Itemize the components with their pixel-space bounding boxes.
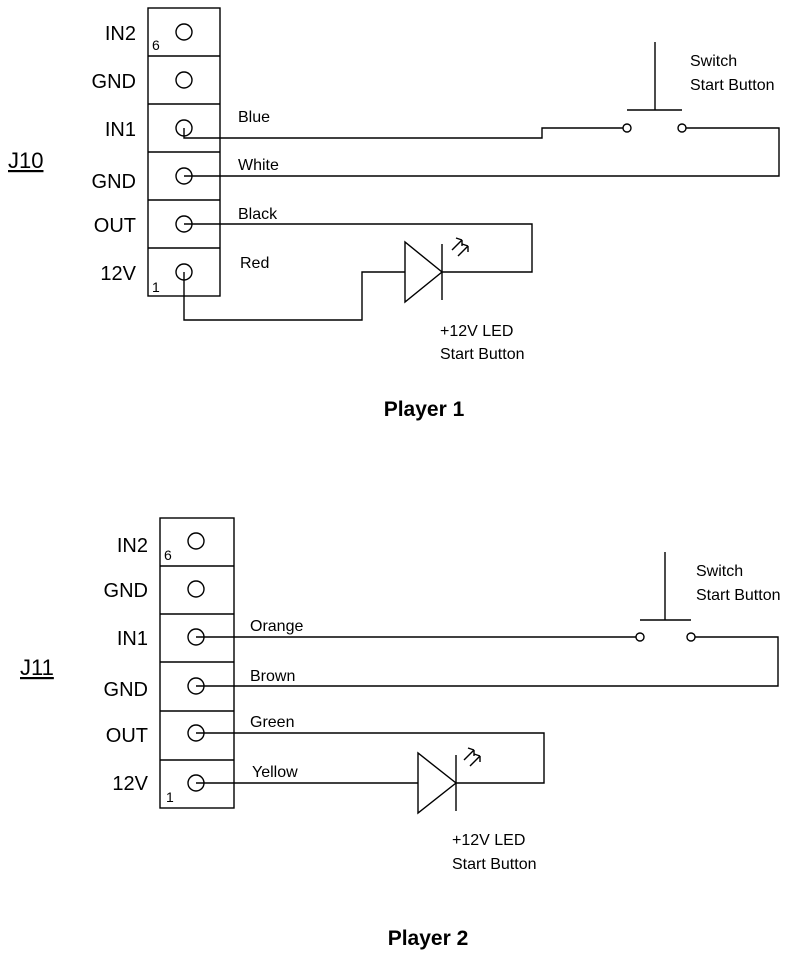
- led-icon: [417, 747, 481, 815]
- pin-label-gnd: GND: [92, 71, 136, 93]
- switch-contact-right: [677, 123, 687, 133]
- pin-label-gnd: GND: [104, 580, 148, 602]
- pin-6-terminal: [187, 532, 205, 550]
- switch-contact-left: [622, 123, 632, 133]
- wire-out: [184, 223, 533, 273]
- wire-label-12v: Yellow: [252, 764, 298, 781]
- wire-label-in1: Blue: [238, 109, 270, 126]
- wire-gnd: [184, 127, 780, 177]
- connector-label: J11: [20, 655, 54, 680]
- wire-gnd: [196, 636, 779, 687]
- diagram-title: Player 1: [384, 398, 465, 421]
- pin-label-in1: IN1: [117, 628, 148, 650]
- switch-label-line1: Switch: [696, 563, 743, 580]
- connector-j10: 6 1: [147, 7, 221, 297]
- player2-diagram: 6 1 IN2 GND IN1 GND OUT 12V J11 Orange B…: [20, 517, 781, 950]
- diagram-title: Player 2: [388, 927, 469, 950]
- led-label-line2: Start Button: [452, 856, 537, 873]
- pin-label-in1: IN1: [105, 119, 136, 141]
- connector-label: J10: [8, 148, 43, 173]
- pin-label-12v: 12V: [112, 773, 148, 795]
- led-label-line1: +12V LED: [452, 832, 525, 849]
- wire-label-in1: Orange: [250, 618, 303, 635]
- pin-number-bottom: 1: [166, 789, 174, 805]
- wire-in1: [183, 127, 623, 139]
- pin-6-terminal: [175, 23, 193, 41]
- switch-contact-left: [635, 632, 645, 642]
- switch-label-line2: Start Button: [696, 587, 781, 604]
- wire-label-out: Black: [238, 206, 278, 223]
- led-icon: [404, 237, 469, 304]
- pin-label-in2: IN2: [105, 23, 136, 45]
- led-label-line2: Start Button: [440, 346, 525, 363]
- pin-5-terminal: [175, 71, 193, 89]
- pin-label-out: OUT: [106, 725, 148, 747]
- wire-label-gnd: White: [238, 157, 279, 174]
- pin-label-gnd: GND: [104, 679, 148, 701]
- pin-label-out: OUT: [94, 215, 136, 237]
- pin-number-top: 6: [152, 37, 160, 53]
- pin-number-top: 6: [164, 547, 172, 563]
- led-label-line1: +12V LED: [440, 323, 513, 340]
- pin-label-in2: IN2: [117, 535, 148, 557]
- wire-label-out: Green: [250, 714, 294, 731]
- connector-outline: [159, 517, 235, 809]
- switch-contact-right: [686, 632, 696, 642]
- pin-label-12v: 12V: [100, 263, 136, 285]
- wire-label-12v: Red: [240, 255, 269, 272]
- pin-number-bottom: 1: [152, 279, 160, 295]
- switch-label-line1: Switch: [690, 53, 737, 70]
- wire-label-gnd: Brown: [250, 668, 295, 685]
- wire-out: [196, 732, 545, 784]
- pin-5-terminal: [187, 580, 205, 598]
- pin-label-gnd: GND: [92, 171, 136, 193]
- player1-diagram: 6 1 IN2 GND IN1 GND OUT 12V J10 Blue Whi…: [8, 7, 780, 421]
- switch-label-line2: Start Button: [690, 77, 775, 94]
- connector-j11: 6 1: [159, 517, 235, 809]
- wire-12v: [183, 271, 405, 321]
